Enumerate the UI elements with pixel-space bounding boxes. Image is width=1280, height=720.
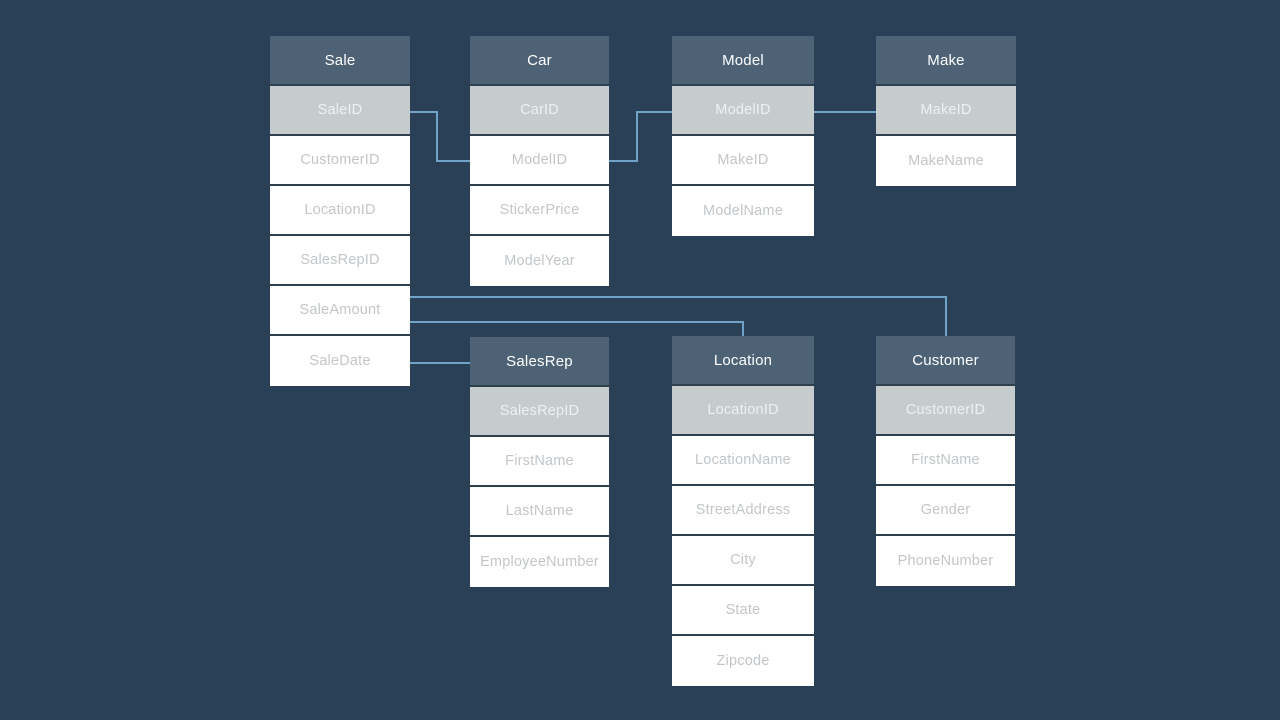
field-sale-saleid[interactable]: SaleID (270, 86, 410, 136)
field-sale-saleamount[interactable]: SaleAmount (270, 286, 410, 336)
relationship-line-sale-customer (410, 296, 947, 336)
field-customer-customerid[interactable]: CustomerID (876, 386, 1015, 436)
field-location-zipcode[interactable]: Zipcode (672, 636, 814, 686)
entity-header-model: Model (672, 36, 814, 86)
entity-header-sale: Sale (270, 36, 410, 86)
entity-header-make: Make (876, 36, 1016, 86)
field-location-city[interactable]: City (672, 536, 814, 586)
field-model-makeid[interactable]: MakeID (672, 136, 814, 186)
field-car-modelid[interactable]: ModelID (470, 136, 609, 186)
field-make-makeid[interactable]: MakeID (876, 86, 1016, 136)
entity-header-car: Car (470, 36, 609, 86)
entity-header-customer: Customer (876, 336, 1015, 386)
field-salesrep-employeenumber[interactable]: EmployeeNumber (470, 537, 609, 587)
field-car-modelyear[interactable]: ModelYear (470, 236, 609, 286)
field-customer-gender[interactable]: Gender (876, 486, 1015, 536)
field-sale-customerid[interactable]: CustomerID (270, 136, 410, 186)
field-sale-locationid[interactable]: LocationID (270, 186, 410, 236)
field-model-modelname[interactable]: ModelName (672, 186, 814, 236)
field-customer-phonenumber[interactable]: PhoneNumber (876, 536, 1015, 586)
field-customer-firstname[interactable]: FirstName (876, 436, 1015, 486)
relationship-line-sale-car (410, 111, 470, 162)
field-car-stickerprice[interactable]: StickerPrice (470, 186, 609, 236)
field-salesrep-firstname[interactable]: FirstName (470, 437, 609, 487)
field-sale-salesrepid[interactable]: SalesRepID (270, 236, 410, 286)
relationship-line-sale-location (410, 321, 744, 336)
field-sale-saledate[interactable]: SaleDate (270, 336, 410, 386)
field-location-locationid[interactable]: LocationID (672, 386, 814, 436)
entity-header-location: Location (672, 336, 814, 386)
field-salesrep-lastname[interactable]: LastName (470, 487, 609, 537)
entity-header-salesrep: SalesRep (470, 337, 609, 387)
field-location-locationname[interactable]: LocationName (672, 436, 814, 486)
field-model-modelid[interactable]: ModelID (672, 86, 814, 136)
field-make-makename[interactable]: MakeName (876, 136, 1016, 186)
field-salesrep-salesrepid[interactable]: SalesRepID (470, 387, 609, 437)
field-location-streetaddress[interactable]: StreetAddress (672, 486, 814, 536)
field-location-state[interactable]: State (672, 586, 814, 636)
field-car-carid[interactable]: CarID (470, 86, 609, 136)
relationship-line-car-model (609, 111, 672, 162)
